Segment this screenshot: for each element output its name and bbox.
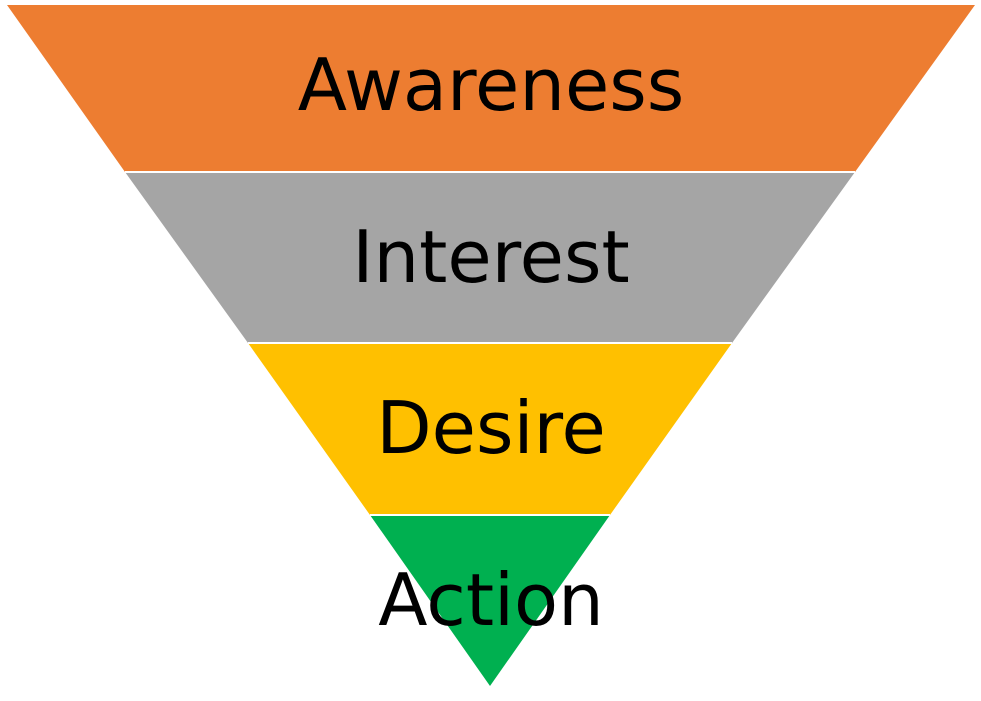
stage-label-interest: Interest [352,215,629,299]
funnel-stage-awareness [7,5,975,172]
stage-label-action: Action [378,558,604,642]
stage-label-desire: Desire [376,386,606,470]
stage-label-awareness: Awareness [298,43,685,127]
funnel-stage-action [370,515,610,686]
funnel-stage-desire [248,343,732,515]
funnel-stage-interest [125,172,855,343]
